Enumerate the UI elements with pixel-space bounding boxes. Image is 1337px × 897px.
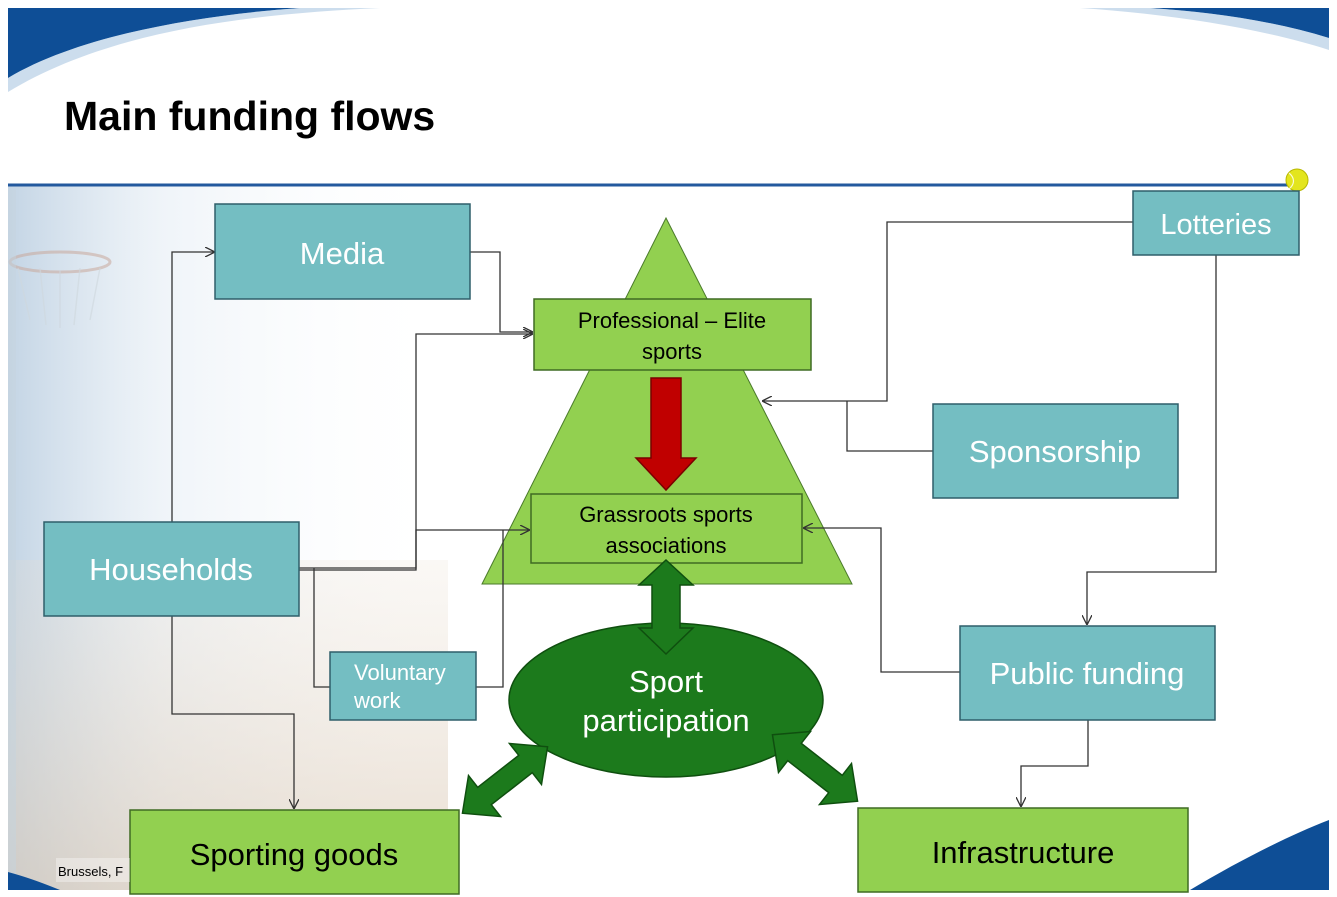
grassroots-sports-box bbox=[530, 493, 803, 564]
grassroots-label-line2: associations bbox=[605, 533, 726, 558]
flow-public-funding-to-grassroots bbox=[804, 528, 960, 673]
flow-media-to-professional bbox=[470, 251, 532, 332]
connector-lines bbox=[171, 221, 1217, 808]
bottom-band bbox=[8, 820, 1329, 890]
sponsorship-box bbox=[932, 403, 1179, 499]
flow-public-funding-to-infrastructure bbox=[1021, 720, 1089, 806]
professional-elite-label-line2: sports bbox=[642, 339, 702, 364]
green-double-arrow-right bbox=[771, 730, 859, 806]
sporting-goods-label: Sporting goods bbox=[190, 837, 399, 872]
flow-voluntary-to-grassroots bbox=[476, 530, 504, 688]
sponsorship-label: Sponsorship bbox=[969, 434, 1141, 469]
voluntary-label-line2: work bbox=[353, 688, 401, 713]
sport-participation-label-line2: participation bbox=[582, 703, 749, 738]
lotteries-box bbox=[1132, 190, 1300, 256]
public-funding-label: Public funding bbox=[990, 656, 1185, 691]
voluntary-work-box bbox=[329, 651, 477, 721]
flow-households-to-voluntary bbox=[313, 568, 330, 688]
households-box bbox=[43, 521, 300, 617]
flow-households-to-media bbox=[171, 252, 214, 522]
public-funding-box bbox=[959, 625, 1216, 721]
infrastructure-box bbox=[857, 807, 1189, 893]
households-label: Households bbox=[89, 552, 253, 587]
flow-households-to-sporting-goods bbox=[171, 616, 294, 808]
tennis-ball-icon bbox=[1285, 168, 1309, 192]
flow-households-to-professional bbox=[299, 334, 532, 569]
grassroots-label-line1: Grassroots sports bbox=[579, 502, 753, 527]
voluntary-label-line1: Voluntary bbox=[354, 660, 446, 685]
infrastructure-label: Infrastructure bbox=[932, 835, 1115, 870]
page-title: Main funding flows bbox=[64, 93, 435, 139]
green-double-arrow-left bbox=[461, 742, 549, 818]
flow-households-to-grassroots bbox=[299, 530, 529, 571]
footer: Brussels, F bbox=[56, 858, 130, 882]
lotteries-label: Lotteries bbox=[1160, 209, 1271, 241]
green-double-arrow-vertical bbox=[637, 558, 695, 656]
flow-sponsorship-to-professional bbox=[846, 401, 933, 452]
media-label: Media bbox=[300, 236, 385, 271]
professional-elite-label-line1: Professional – Elite bbox=[578, 308, 766, 333]
sport-participation-label-line1: Sport bbox=[629, 664, 703, 699]
red-down-arrow bbox=[634, 377, 698, 492]
professional-elite-sports-box bbox=[533, 298, 812, 371]
flow-lotteries-to-professional bbox=[763, 221, 1133, 401]
media-box bbox=[214, 203, 471, 300]
sporting-goods-box bbox=[129, 809, 460, 895]
top-band bbox=[8, 8, 1329, 92]
flow-lotteries-to-public-funding bbox=[1087, 255, 1217, 624]
footer-text: Brussels, F bbox=[58, 864, 123, 879]
